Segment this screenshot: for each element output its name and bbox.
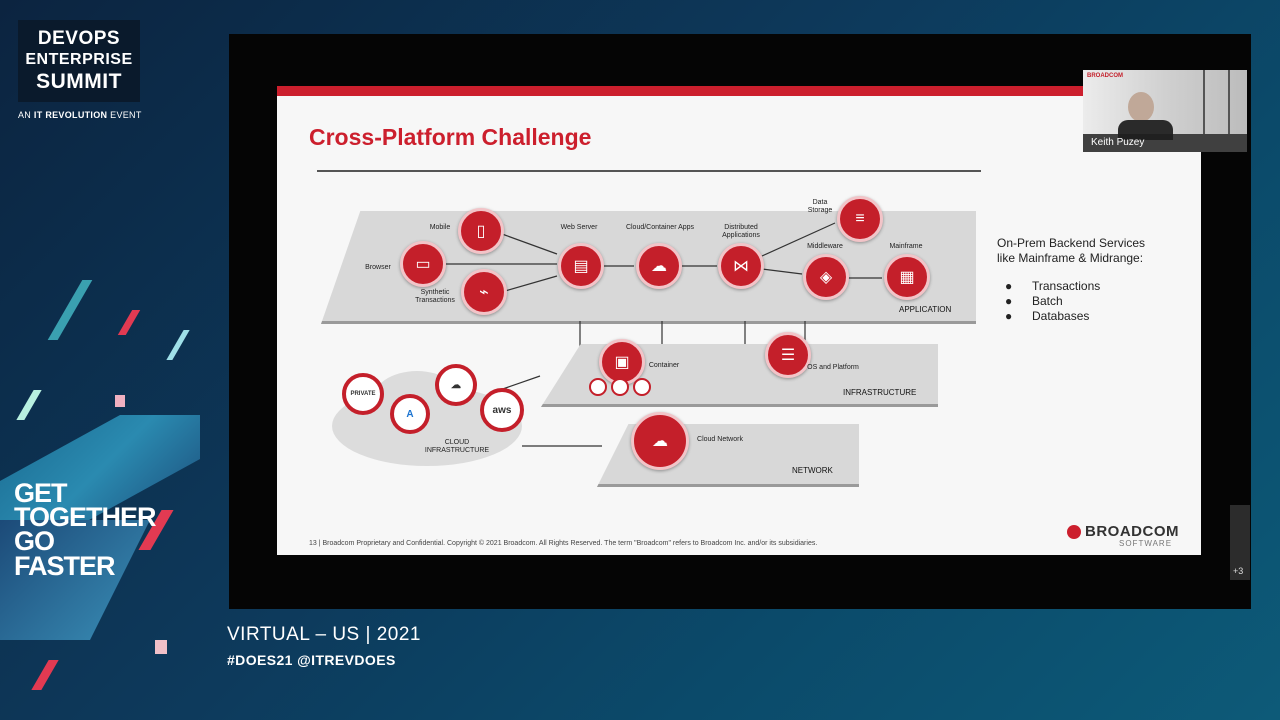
broadcom-software-text: SOFTWARE <box>1119 539 1173 548</box>
os-platform-label: OS and Platform <box>807 364 859 371</box>
backend-services-list: ●Transactions ●Batch ●Databases <box>1005 279 1100 324</box>
google-cloud-icon: ☁ <box>435 364 477 406</box>
slogan-get: GET <box>14 478 68 508</box>
slide-top-bar <box>277 86 1201 96</box>
list-item: ●Transactions <box>1005 279 1101 293</box>
mainframe-icon: ▦ <box>884 254 930 300</box>
slogan-faster: FASTER <box>14 551 116 581</box>
presentation-slide: Cross-Platform Challenge APPLICATION <box>277 86 1201 555</box>
cloud-infra-label: CLOUD INFRASTRUCTURE <box>424 439 490 454</box>
data-storage-label: Data Storage <box>807 199 833 214</box>
backend-services-heading: On-Prem Backend Services like Mainframe … <box>997 236 1146 265</box>
mobile-icon: ▯ <box>458 208 504 254</box>
middleware-label: Middleware <box>807 243 843 250</box>
list-item: ●Batch <box>1005 294 1063 308</box>
event-hashtags: #DOES21 @ITREVDOES <box>227 652 396 668</box>
speaker-avatar <box>1128 92 1154 122</box>
broadcom-logo-icon <box>1067 525 1081 539</box>
synthetic-transactions-icon: ⌁ <box>461 269 507 315</box>
event-subline: AN IT REVOLUTION EVENT <box>18 110 142 120</box>
bullet-dot: ● <box>1005 279 1013 293</box>
distributed-label: Distributed Applications <box>722 224 760 239</box>
virtual-event-label: VIRTUAL – US | 2021 <box>227 624 421 645</box>
container-runtime-icon <box>589 378 607 396</box>
slide-title: Cross-Platform Challenge <box>309 124 592 150</box>
browser-label: Browser <box>365 264 391 271</box>
speaker-name: Keith Puzey <box>1083 134 1247 152</box>
more-participants-button[interactable]: +3 <box>1230 505 1250 580</box>
container-orchestrator-icon <box>611 378 629 396</box>
bullet-dot: ● <box>1005 309 1013 323</box>
container-label: Container <box>648 362 680 369</box>
private-cloud-icon: PRIVATE <box>342 373 384 415</box>
cloud-network-icon: ☁ <box>631 412 689 470</box>
middleware-icon: ◈ <box>803 254 849 300</box>
slide-divider <box>317 170 981 172</box>
speaker-badge: BROADCOM <box>1087 73 1123 79</box>
logo-line-summit: SUMMIT <box>36 70 122 93</box>
distributed-apps-icon: ⋈ <box>718 243 764 289</box>
os-platform-icon: ☰ <box>765 332 811 378</box>
slide-footer: 13 | Broadcom Proprietary and Confidenti… <box>309 540 818 547</box>
event-logo: DEVOPS ENTERPRISE SUMMIT <box>18 20 140 102</box>
browser-icon: ▭ <box>400 241 446 287</box>
cloud-network-label: Cloud Network <box>697 436 743 443</box>
it-revolution-logo: IT REVOLUTION <box>33 110 108 120</box>
cloud-apps-label: Cloud/Container Apps <box>625 224 695 231</box>
mobile-label: Mobile <box>429 224 451 231</box>
slogan-together: TOGETHER <box>14 502 157 532</box>
application-label: APPLICATION <box>899 305 952 314</box>
bullet-dot: ● <box>1005 294 1013 308</box>
cloud-apps-icon: ☁ <box>636 243 682 289</box>
broadcom-logo-text: BROADCOM <box>1085 523 1179 540</box>
web-server-label: Web Server <box>560 224 598 231</box>
azure-icon: A <box>390 394 430 434</box>
network-label: NETWORK <box>792 466 833 475</box>
decorative-art <box>0 180 220 720</box>
speaker-video-tile[interactable]: BROADCOM Keith Puzey <box>1083 70 1247 152</box>
infrastructure-label: INFRASTRUCTURE <box>843 388 917 397</box>
aws-icon: aws <box>480 388 524 432</box>
logo-line-devops: DEVOPS <box>37 28 121 49</box>
list-item: ●Databases <box>1005 309 1090 323</box>
slogan-go: GO <box>14 526 55 556</box>
logo-line-enterprise: ENTERPRISE <box>25 51 133 68</box>
container-platform-icon <box>633 378 651 396</box>
mainframe-label: Mainframe <box>889 243 923 250</box>
synthetic-label: Synthetic Transactions <box>415 289 455 304</box>
web-server-icon: ▤ <box>558 243 604 289</box>
data-storage-icon: ≡ <box>837 196 883 242</box>
